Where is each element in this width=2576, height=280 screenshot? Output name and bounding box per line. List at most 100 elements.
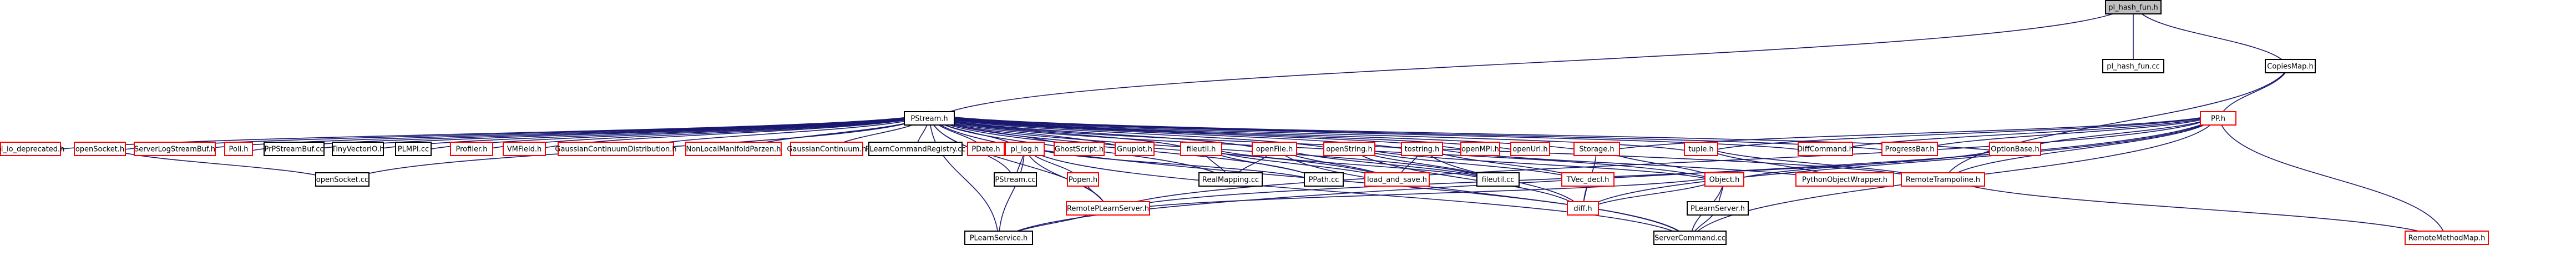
file-node-box[interactable] [1304,172,1344,187]
file-node-openmpi[interactable]: openMPI.h [1460,142,1500,156]
file-node-poll[interactable]: Poll.h [224,142,253,156]
file-node-box[interactable] [224,142,253,156]
file-node-box[interactable] [450,142,493,156]
file-node-box[interactable] [1567,201,1599,216]
file-node-openfile[interactable]: openFile.h [1252,142,1297,156]
file-node-remotemethodmap[interactable]: RemoteMethodMap.h [2405,231,2489,245]
file-node-gausscont[interactable]: GaussianContinuum.h [787,142,867,156]
file-node-diff[interactable]: diff.h [1567,201,1599,216]
file-node-openstring[interactable]: openString.h [1323,142,1375,156]
file-node-plmpi[interactable]: PLMPI.cc [395,142,432,156]
file-node-box[interactable] [2200,111,2236,126]
file-node-box[interactable] [994,172,1037,187]
file-node-box[interactable] [332,142,384,156]
file-node-pstream[interactable]: PStream.h [904,111,955,126]
file-node-box[interactable] [1460,142,1500,156]
file-node-openurl[interactable]: openUrl.h [1510,142,1550,156]
file-node-fileutil[interactable]: fileutil.h [1180,142,1222,156]
file-node-box[interactable] [1198,172,1263,187]
file-node-tostring[interactable]: tostring.h [1401,142,1443,156]
file-node-box[interactable] [2105,0,2162,14]
file-node-box[interactable] [503,142,546,156]
file-node-box[interactable] [1684,142,1718,156]
file-node-pl_io_dep[interactable]: pl_io_deprecated.h [0,142,64,156]
file-node-box[interactable] [1252,142,1297,156]
file-node-box[interactable] [0,142,61,156]
file-node-hashcc[interactable]: pl_hash_fun.cc [2102,59,2164,73]
file-node-box[interactable] [315,172,370,187]
file-node-remotepls[interactable]: RemotePLearnServer.h [1066,201,1150,216]
file-node-progressbar[interactable]: ProgressBar.h [1881,142,1938,156]
file-node-object[interactable]: Object.h [1704,172,1744,187]
file-node-copies[interactable]: CopiesMap.h [2265,59,2316,73]
file-node-box[interactable] [1798,142,1853,156]
file-node-vmfield[interactable]: VMField.h [503,142,546,156]
file-node-box[interactable] [1561,172,1615,187]
file-node-fileutil_cc[interactable]: fileutil.cc [1476,172,1520,187]
file-node-pdate[interactable]: PDate.h [967,142,1005,156]
file-node-pstream_cc[interactable]: PStream.cc [994,172,1037,187]
file-node-box[interactable] [1653,231,1727,245]
file-node-profiler[interactable]: Profiler.h [450,142,493,156]
file-node-box[interactable] [1364,172,1430,187]
file-node-box[interactable] [2265,59,2316,73]
file-node-servercmd[interactable]: ServerCommand.cc [1653,231,1727,245]
file-node-ppp[interactable]: PP.h [2200,111,2236,126]
file-node-box[interactable] [1180,142,1222,156]
file-node-box[interactable] [685,142,782,156]
file-node-box[interactable] [868,142,963,156]
file-node-plearnservice[interactable]: PLearnService.h [964,231,1033,245]
file-node-box[interactable] [1054,142,1105,156]
file-node-storage[interactable]: Storage.h [1573,142,1620,156]
file-node-tvec_decl[interactable]: TVec_decl.h [1561,172,1615,187]
file-node-box[interactable] [1901,172,1985,187]
file-node-nonlocal[interactable]: NonLocalManifoldParzen.h [685,142,782,156]
file-node-box[interactable] [1573,142,1620,156]
file-node-box[interactable] [1067,172,1099,187]
file-node-gnuplot[interactable]: Gnuplot.h [1115,142,1155,156]
file-node-box[interactable] [1401,142,1443,156]
file-node-ghostscript[interactable]: GhostScript.h [1054,142,1105,156]
file-node-box[interactable] [1476,172,1520,187]
file-node-box[interactable] [558,142,674,156]
file-node-loadsave[interactable]: load_and_save.h [1364,172,1430,187]
file-node-box[interactable] [1005,142,1045,156]
file-node-box[interactable] [1510,142,1550,156]
file-node-opensocket_h[interactable]: openSocket.h [74,142,126,156]
file-node-box[interactable] [74,142,126,156]
file-node-box[interactable] [967,142,1005,156]
file-node-box[interactable] [904,111,955,126]
file-node-opensocket_cc[interactable]: openSocket.cc [315,172,370,187]
file-node-plearnserver[interactable]: PLearnServer.h [1687,201,1749,216]
file-node-box[interactable] [1687,201,1749,216]
file-node-pyobjwrap[interactable]: PythonObjectWrapper.h [1795,172,1894,187]
file-node-box[interactable] [2102,59,2164,73]
file-node-serverlog[interactable]: ServerLogStreamBuf.h [134,142,216,156]
file-node-box[interactable] [1704,172,1744,187]
file-node-box[interactable] [1881,142,1938,156]
file-node-box[interactable] [395,142,432,156]
file-node-diffcommand[interactable]: DiffCommand.h [1797,142,1854,156]
file-node-box[interactable] [964,231,1033,245]
file-node-box[interactable] [1115,142,1155,156]
file-node-box[interactable] [134,142,216,156]
file-node-box[interactable] [2405,231,2489,245]
file-node-box[interactable] [1989,142,2041,156]
file-node-box[interactable] [790,142,863,156]
file-node-plearnreg[interactable]: PLearnCommandRegistry.cc [866,142,966,156]
file-node-box[interactable] [1795,172,1894,187]
file-node-optionbase[interactable]: OptionBase.h [1989,142,2041,156]
file-node-box[interactable] [264,142,325,156]
file-node-tinyvec[interactable]: TinyVectorIO.h [331,142,384,156]
file-node-popen[interactable]: Popen.h [1067,172,1099,187]
file-node-root[interactable]: pl_hash_fun.h [2105,0,2162,14]
file-node-realmapping[interactable]: RealMapping.cc [1198,172,1263,187]
file-node-ppath[interactable]: PPath.cc [1304,172,1344,187]
file-node-pl_log[interactable]: pl_log.h [1005,142,1045,156]
file-node-box[interactable] [1323,142,1375,156]
file-node-tuple[interactable]: tuple.h [1684,142,1718,156]
file-node-box[interactable] [1066,201,1150,216]
file-node-gcd[interactable]: GaussianContinuumDistribution.h [555,142,677,156]
file-node-pppstreambuf[interactable]: PrPStreamBuf.cc [264,142,325,156]
file-node-remotetramp[interactable]: RemoteTrampoline.h [1901,172,1985,187]
